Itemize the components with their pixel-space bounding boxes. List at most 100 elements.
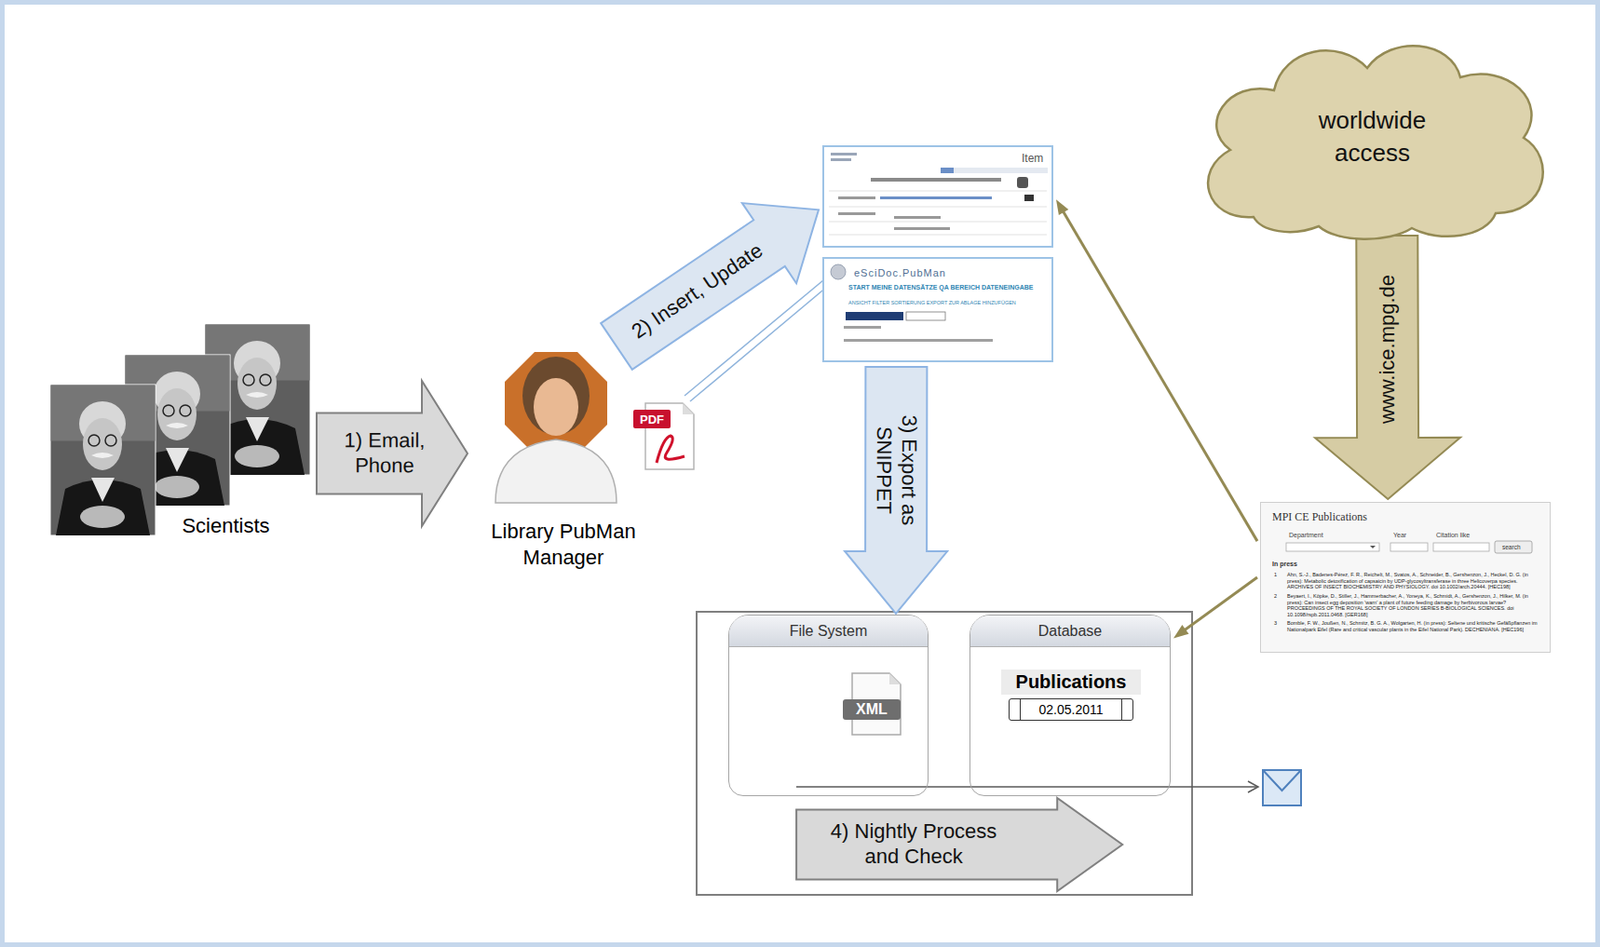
pubman-screenshot: eSciDoc.PubManSTART MEINE DATENSÄTZE QA … — [822, 257, 1054, 363]
edge-label: 2) Insert, Update — [626, 238, 768, 345]
insert-arrow — [600, 203, 819, 370]
manager-photo — [522, 356, 590, 435]
page-text: 1 — [1274, 571, 1277, 579]
mail-notification — [796, 770, 1302, 806]
page-text-slot: In press — [1272, 560, 1298, 568]
edge-label-slot: 4) Nightly Process and Check — [815, 819, 1012, 870]
page-text: search — [1502, 543, 1521, 551]
page-text-slot: Ahn, S.-J., Badenes-Pérez, F. R., Reiche… — [1287, 571, 1545, 591]
publication-page-content — [1494, 541, 1533, 554]
page-text: Bomble, F. W., Joußen, N., Schmitz, B. G… — [1287, 620, 1545, 633]
page-text-slot: Citation like — [1436, 531, 1470, 539]
item-screenshot-content — [940, 167, 1048, 174]
edge-label: 4) Nightly Process and Check — [815, 819, 1012, 870]
pubman-screenshot-content — [845, 311, 904, 321]
publications-table: Publications 02.05.2011 — [1001, 669, 1141, 735]
page-text: Citation like — [1436, 531, 1470, 539]
publication-list-screenshot: MPI CE PublicationsDepartmentYearCitatio… — [1260, 501, 1551, 653]
table-text: 02.05.2011 — [1008, 698, 1134, 721]
xml-icon — [842, 673, 901, 735]
file-system-panel: File System — [728, 614, 929, 797]
mail-notification — [1247, 781, 1259, 793]
pdf-icon — [682, 403, 694, 415]
item-screenshot-content — [830, 152, 857, 156]
page-text-slot: 2 — [1274, 593, 1277, 600]
pubman-manager: Library PubMan Manager — [470, 349, 657, 570]
file-type-label: XML — [855, 701, 888, 719]
screen-text-slot: ANSICHT FILTER SORTIERUNG EXPORT ZUR ABL… — [848, 299, 1017, 306]
page-text: 3 — [1274, 620, 1277, 627]
page-text-slot: Bomble, F. W., Joußen, N., Schmitz, B. G… — [1287, 620, 1545, 633]
item-screenshot-content — [894, 216, 941, 219]
item-screenshot-content — [830, 158, 852, 162]
web-arrow — [1315, 235, 1461, 500]
item-screenshot-content — [828, 221, 1047, 223]
scientists-group: Scientists — [139, 324, 312, 539]
panel-header: Database — [970, 615, 1170, 648]
manager-photo — [533, 378, 579, 436]
page-text: MPI CE Publications — [1272, 510, 1368, 525]
screen-text: eSciDoc.PubMan — [854, 267, 947, 279]
screen-text-slot: Item — [1021, 151, 1044, 165]
export-arrow — [844, 366, 948, 614]
mail-notification — [1262, 770, 1302, 791]
nightly-arrow — [796, 798, 1123, 892]
item-screenshot-content — [870, 177, 1002, 182]
item-screenshot-content — [828, 190, 1047, 192]
manager-photo — [495, 439, 617, 503]
pubman-screenshot-content — [843, 325, 882, 329]
page-text-slot: Beyaert, I., Köpke, D., Stiller, J., Ham… — [1287, 593, 1545, 618]
page-text-slot: search — [1502, 543, 1521, 551]
edge-label: 3) Export as SNIPPET — [870, 400, 922, 541]
pubman-screenshot-content — [822, 257, 1054, 363]
mail-notification — [796, 786, 1258, 788]
screen-text: ANSICHT FILTER SORTIERUNG EXPORT ZUR ABL… — [848, 299, 1017, 306]
pubman-screenshot-content — [906, 311, 946, 321]
cloud-outline — [1188, 30, 1557, 244]
insert-arrow — [600, 203, 819, 370]
page-text-slot: 1 — [1274, 571, 1277, 579]
pdf-icon — [633, 403, 694, 470]
page-text: In press — [1272, 560, 1298, 568]
screen-text: START MEINE DATENSÄTZE QA BEREICH DATENE… — [848, 284, 1033, 291]
pubman-screenshot-content — [822, 257, 1054, 363]
edge-label-slot: 3) Export as SNIPPET — [870, 400, 922, 541]
edge-label: 1) Email, Phone — [333, 428, 436, 479]
scientist-photos — [50, 324, 311, 536]
publication-page-content — [1390, 542, 1428, 552]
process-arrow — [316, 380, 468, 527]
arrow-head — [1056, 199, 1069, 216]
file-type-label-slot: XML — [842, 699, 901, 720]
edge-label-slot: www.ice.mpg.de — [1374, 274, 1400, 424]
item-screenshot-content — [894, 227, 950, 231]
scientist-photos — [50, 384, 156, 536]
item-screenshot-content — [828, 234, 1047, 236]
page-text-slot: 3 — [1274, 620, 1277, 627]
page-text: 2 — [1274, 593, 1277, 600]
edge-label-slot: 1) Email, Phone — [333, 428, 436, 479]
item-screenshot-content — [822, 145, 1054, 248]
mail-notification — [1262, 770, 1302, 806]
server-box — [696, 611, 1193, 895]
page-text: Ahn, S.-J., Badenes-Pérez, F. R., Reiche… — [1287, 571, 1545, 591]
access-line — [1056, 199, 1258, 542]
table-text: Publications — [1001, 669, 1141, 695]
cloud-outline — [1207, 45, 1544, 240]
access-line — [1061, 209, 1258, 542]
xml-icon — [889, 673, 901, 685]
export-arrow — [844, 366, 948, 614]
pubman-screenshot-content — [843, 338, 993, 342]
arrow-head — [1173, 624, 1190, 638]
item-screenshot-content — [1024, 194, 1034, 202]
item-screenshot-content — [838, 212, 876, 216]
page-text-slot: Department — [1288, 531, 1324, 539]
access-line — [1182, 577, 1258, 632]
manager-photo — [495, 352, 617, 503]
publication-page-content — [1286, 542, 1380, 552]
pdf-icon — [656, 435, 685, 463]
panel-header: File System — [729, 615, 928, 648]
page-text-slot: MPI CE Publications — [1272, 510, 1368, 525]
